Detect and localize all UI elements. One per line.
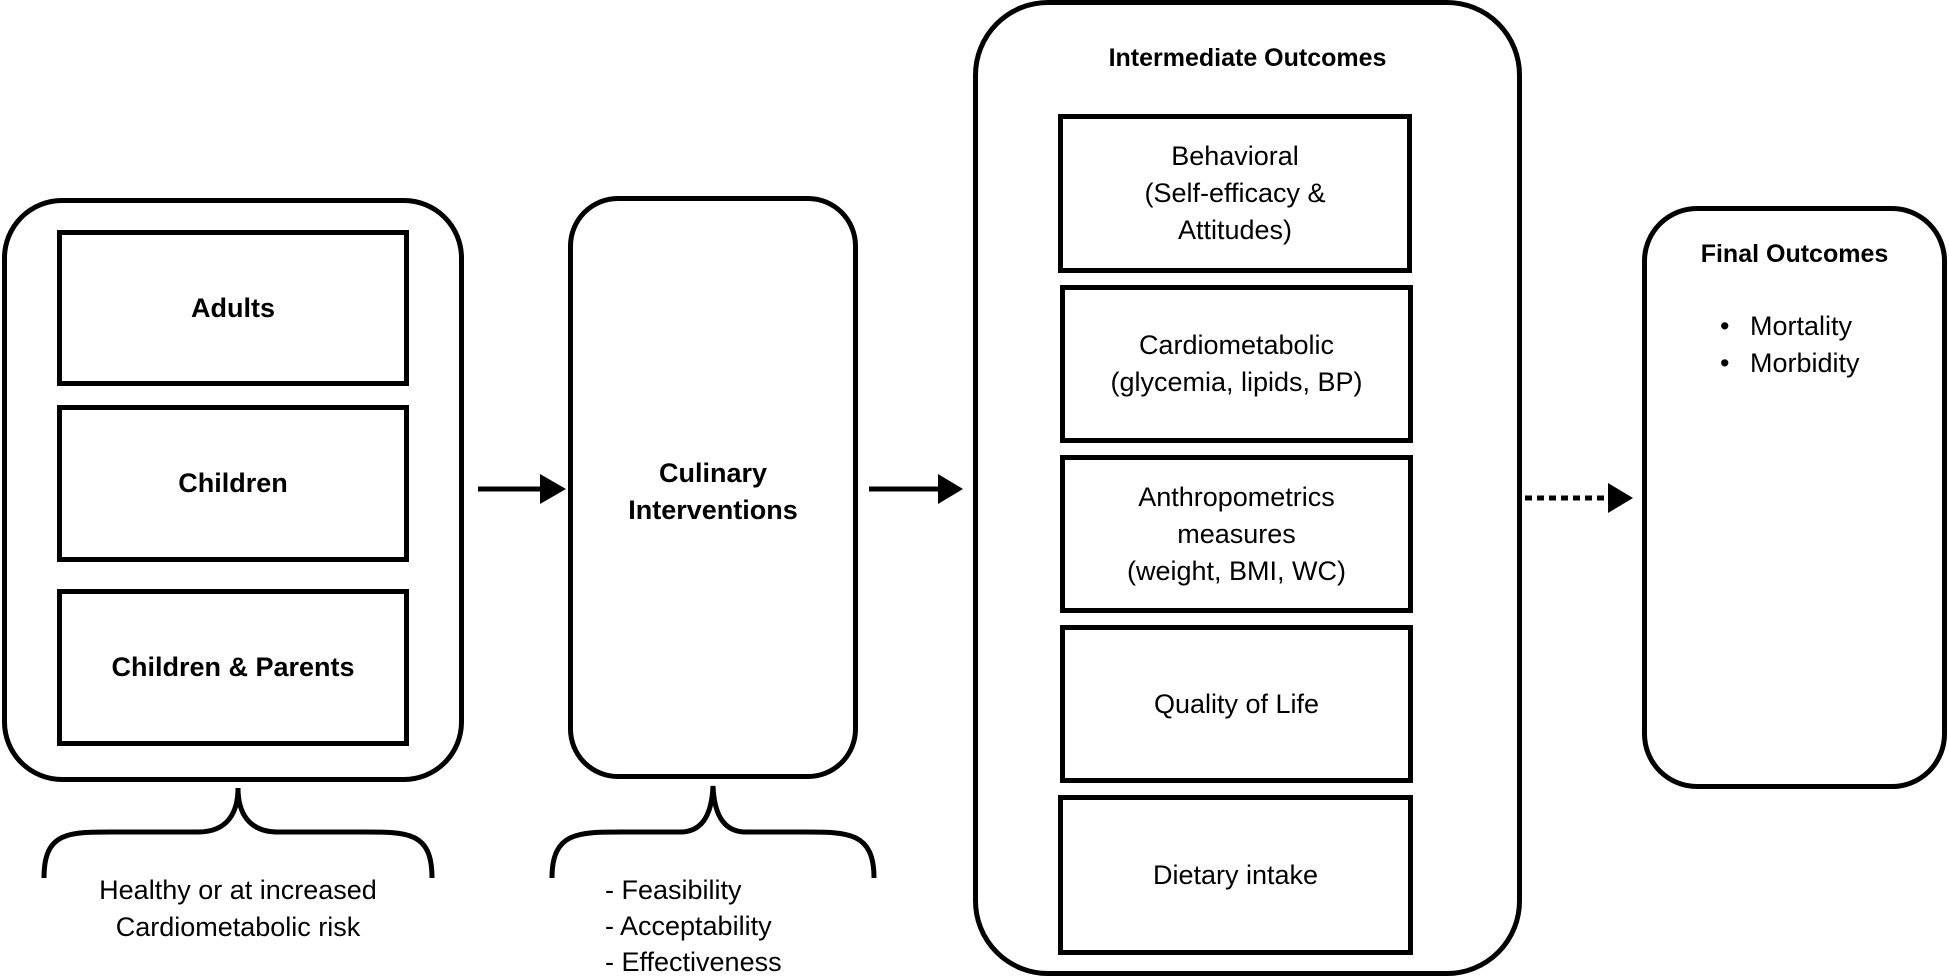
arrow-population-to-intervention bbox=[478, 474, 566, 504]
group-children-parents: Children & Parents bbox=[57, 589, 409, 746]
final-outcomes-list: Mortality Morbidity bbox=[1720, 308, 1860, 382]
intervention-title: Culinary Interventions bbox=[628, 458, 798, 525]
final-outcome-item: Morbidity bbox=[1720, 345, 1860, 382]
intervention-aspect-item: - Feasibility bbox=[605, 875, 742, 905]
outcome-quality-of-life: Quality of Life bbox=[1060, 625, 1413, 783]
group-adults: Adults bbox=[57, 230, 409, 386]
intervention-aspects-list: - Feasibility - Acceptability - Effectiv… bbox=[605, 872, 782, 980]
intermediate-outcomes-title: Intermediate Outcomes bbox=[1108, 44, 1387, 72]
arrow-intervention-to-intermediate bbox=[869, 474, 963, 504]
outcome-behavioral: Behavioral (Self-efficacy & Attitudes) bbox=[1058, 114, 1412, 273]
final-outcomes-title: Final Outcomes bbox=[1700, 240, 1889, 268]
outcome-anthropometrics: Anthropometrics measures (weight, BMI, W… bbox=[1060, 455, 1413, 613]
intervention-aspect-item: - Acceptability bbox=[605, 911, 772, 941]
group-children: Children bbox=[57, 405, 409, 562]
intervention-container bbox=[568, 196, 858, 779]
brace-intervention bbox=[549, 785, 877, 879]
final-outcome-item: Mortality bbox=[1720, 308, 1860, 345]
brace-population bbox=[41, 787, 435, 879]
outcome-dietary-intake: Dietary intake bbox=[1058, 795, 1413, 955]
population-note: Healthy or at increased Cardiometabolic … bbox=[99, 875, 377, 942]
outcome-cardiometabolic: Cardiometabolic (glycemia, lipids, BP) bbox=[1060, 285, 1413, 443]
final-outcomes-container bbox=[1642, 206, 1947, 789]
dashed-arrow-intermediate-to-final bbox=[1525, 483, 1633, 513]
intervention-aspect-item: - Effectiveness bbox=[605, 947, 782, 977]
